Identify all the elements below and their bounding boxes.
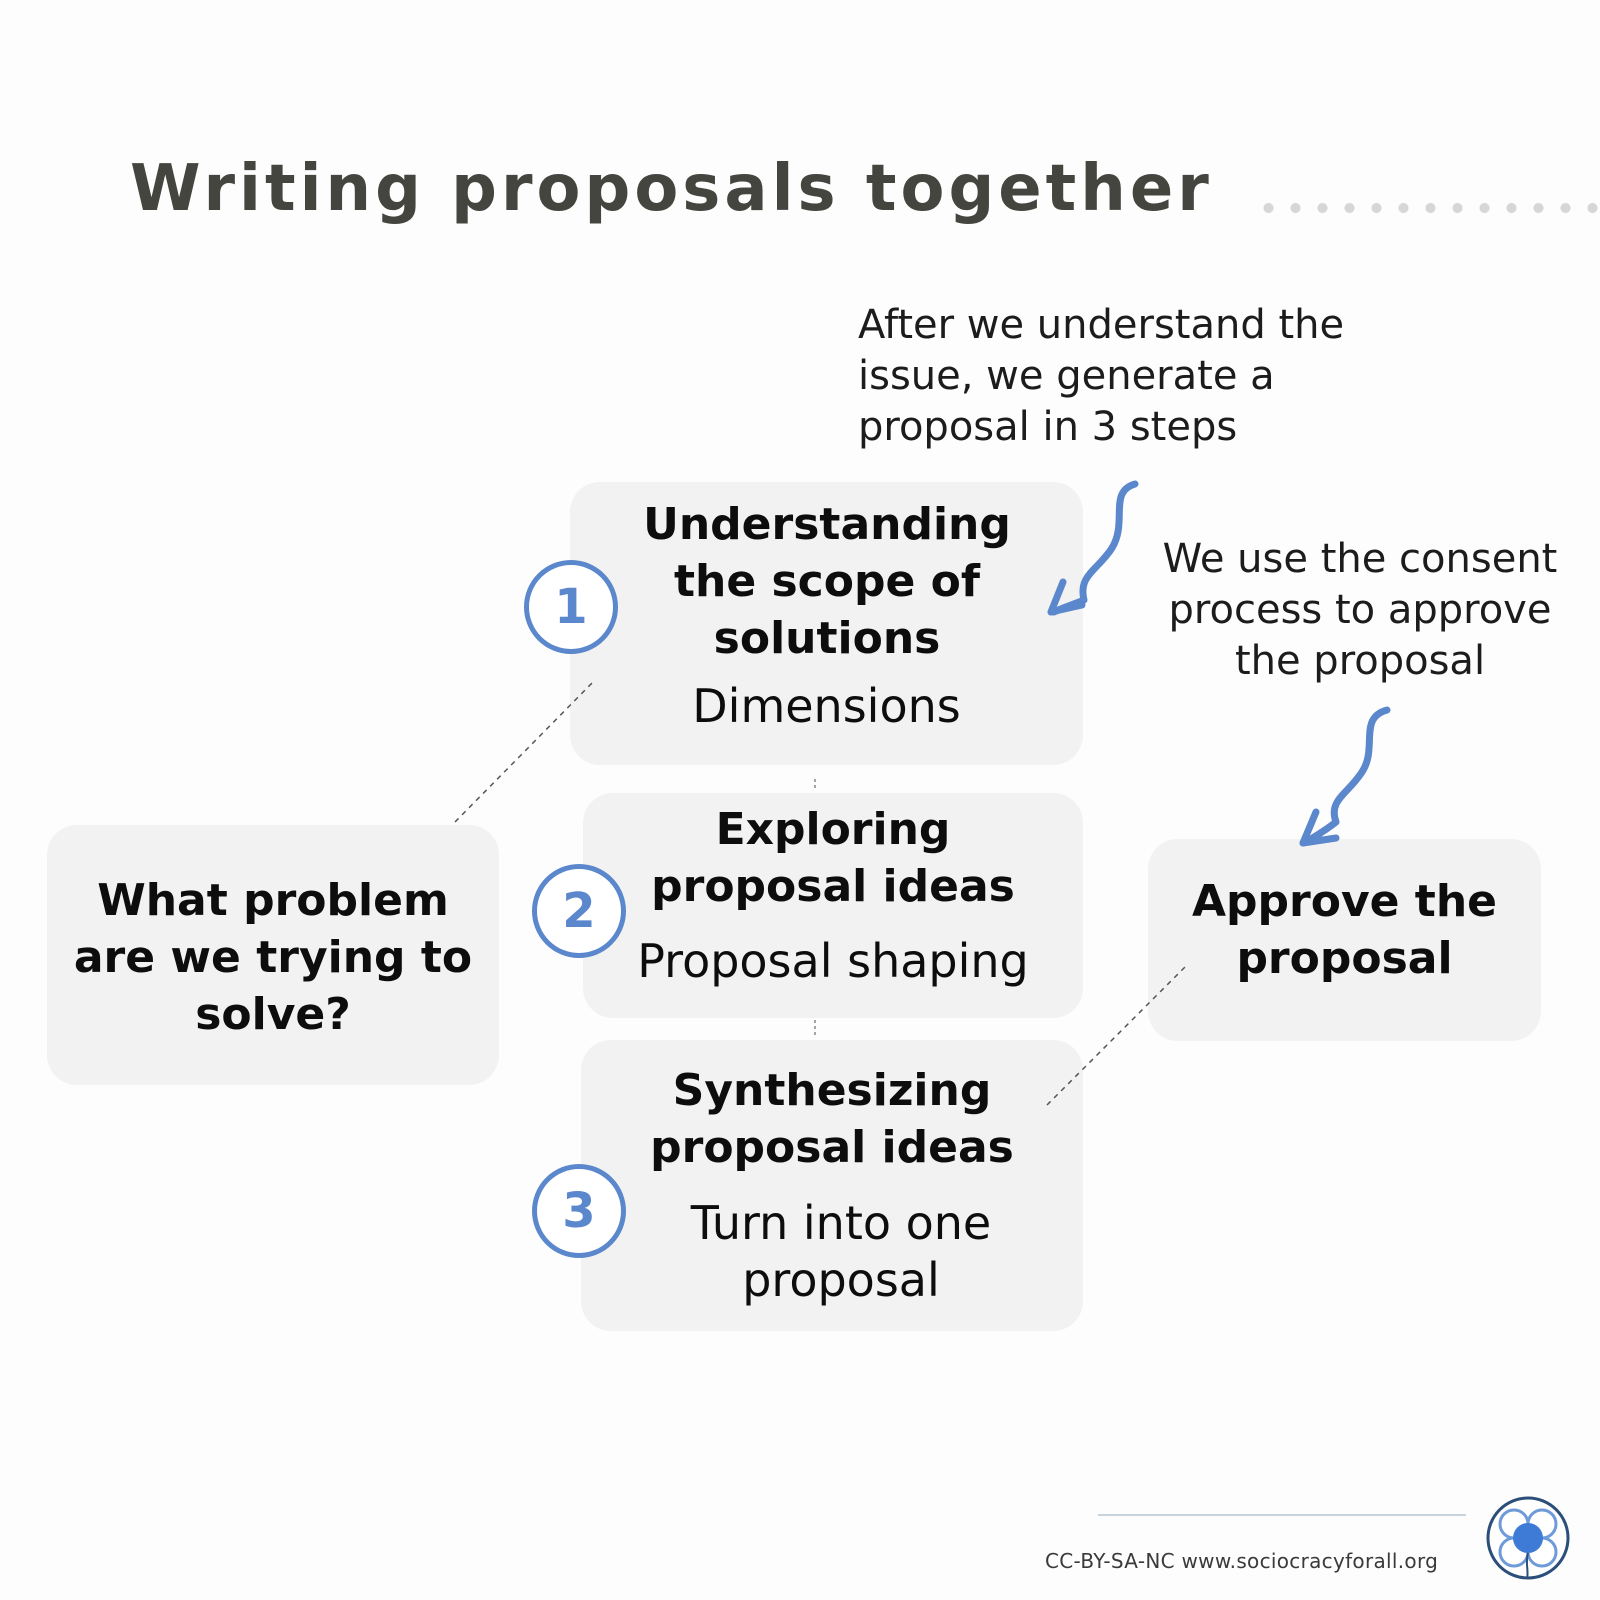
intro-note: After we understand the issue, we genera…	[858, 302, 1345, 450]
problem-box-text: What problem are we trying to solve?	[73, 875, 473, 1040]
step-3-box: Synthesizing proposal ideas Turn into on…	[581, 1040, 1083, 1331]
page-title: Writing proposals together	[130, 152, 1213, 226]
approve-box: Approve the proposal	[1148, 839, 1541, 1041]
squiggly-arrow-icon	[1299, 706, 1391, 847]
step-1-box: Understanding the scope of solutions Dim…	[570, 482, 1083, 765]
step-3-number-badge: 3	[532, 1164, 626, 1258]
step-2-subtitle: Proposal shaping	[637, 934, 1029, 988]
step-2-box: Exploring proposal ideas Proposal shapin…	[583, 793, 1083, 1018]
footer-rule	[1098, 1514, 1466, 1516]
step-3-title: Synthesizing proposal ideas	[650, 1065, 1014, 1173]
step-2-title: Exploring proposal ideas	[651, 804, 1015, 912]
problem-box: What problem are we trying to solve?	[47, 825, 499, 1085]
step-1-number-badge: 1	[524, 560, 618, 654]
step-1-title: Understanding the scope of solutions	[643, 499, 1011, 664]
sociocracy-for-all-logo-icon	[1486, 1496, 1570, 1580]
consent-note: We use the consent process to approve th…	[1162, 536, 1558, 684]
footer-license: CC-BY-SA-NC www.sociocracyforall.org	[1045, 1549, 1439, 1573]
step-2-number-badge: 2	[532, 864, 626, 958]
dotted-divider	[1255, 201, 1600, 215]
approve-box-text: Approve the proposal	[1191, 876, 1497, 984]
step-3-subtitle: Turn into one proposal	[690, 1196, 992, 1307]
step-1-subtitle: Dimensions	[692, 679, 961, 733]
